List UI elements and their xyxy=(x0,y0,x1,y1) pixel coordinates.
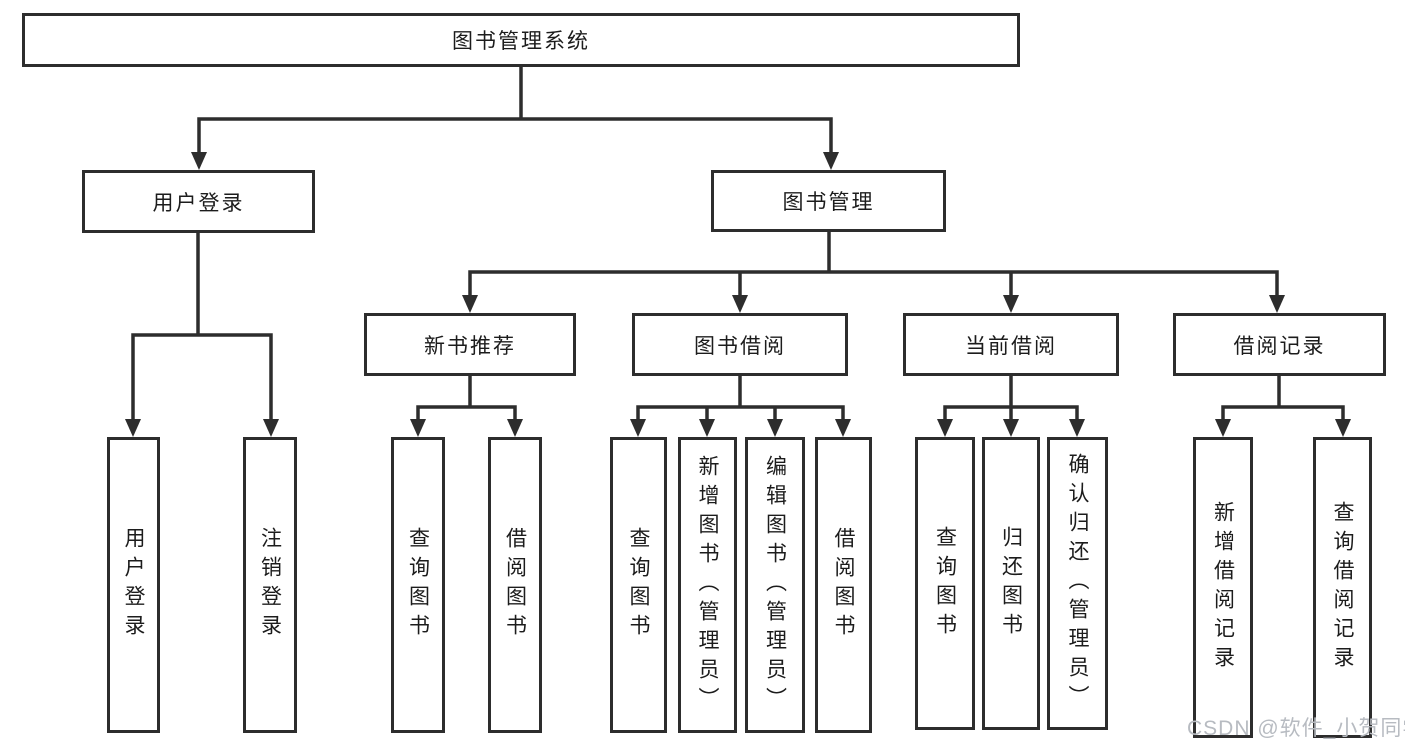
node-leaf-borrow-books-2: 借阅图书 xyxy=(815,437,872,733)
arrowhead-icon xyxy=(1003,419,1019,437)
arrowhead-icon xyxy=(1215,419,1231,437)
node-book-borrow: 图书借阅 xyxy=(632,313,848,376)
connector-borrow-records-to-leaves xyxy=(1221,374,1345,422)
arrowhead-icon xyxy=(1003,295,1019,313)
node-leaf-user-login: 用户登录 xyxy=(107,437,160,733)
arrowhead-icon xyxy=(732,295,748,313)
node-leaf-query-books-2: 查询图书 xyxy=(610,437,667,733)
arrowhead-icon xyxy=(263,419,279,437)
node-book-management: 图书管理 xyxy=(711,170,946,232)
arrowhead-icon xyxy=(1069,419,1085,437)
node-borrow-records: 借阅记录 xyxy=(1173,313,1386,376)
node-leaf-borrow-books-1: 借阅图书 xyxy=(488,437,542,733)
connector-current-borrow-to-leaves xyxy=(943,374,1079,422)
arrowhead-icon xyxy=(835,419,851,437)
node-leaf-logout: 注销登录 xyxy=(243,437,297,733)
connector-book-borrow-to-leaves xyxy=(636,374,845,422)
arrowhead-icon xyxy=(767,419,783,437)
node-leaf-query-borrow-record: 查询借阅记录 xyxy=(1313,437,1372,738)
connector-book-mgmt-to-level3 xyxy=(468,229,1279,299)
node-leaf-confirm-return-admin: 确认归还（管理员） xyxy=(1047,437,1108,730)
arrowhead-icon xyxy=(630,419,646,437)
arrowhead-icon xyxy=(462,295,478,313)
node-root-system: 图书管理系统 xyxy=(22,13,1020,67)
node-leaf-edit-books-admin: 编辑图书（管理员） xyxy=(745,437,805,733)
arrowhead-icon xyxy=(937,419,953,437)
node-new-book-recommend: 新书推荐 xyxy=(364,313,576,376)
node-user-login: 用户登录 xyxy=(82,170,315,233)
node-current-borrow: 当前借阅 xyxy=(903,313,1119,376)
connector-user-login-to-leaves xyxy=(131,231,273,422)
arrowhead-icon xyxy=(1335,419,1351,437)
node-leaf-add-books-admin: 新增图书（管理员） xyxy=(678,437,737,733)
connector-new-book-rec-to-leaves xyxy=(416,374,517,422)
arrowheads xyxy=(125,152,1351,437)
connector-root-to-level2 xyxy=(197,65,833,155)
arrowhead-icon xyxy=(699,419,715,437)
arrowhead-icon xyxy=(1269,295,1285,313)
node-leaf-query-books-1: 查询图书 xyxy=(391,437,445,733)
node-leaf-add-borrow-record: 新增借阅记录 xyxy=(1193,437,1253,738)
node-leaf-query-books-3: 查询图书 xyxy=(915,437,975,730)
node-leaf-return-books: 归还图书 xyxy=(982,437,1040,730)
arrowhead-icon xyxy=(191,152,207,170)
arrowhead-icon xyxy=(823,152,839,170)
arrowhead-icon xyxy=(507,419,523,437)
arrowhead-icon xyxy=(410,419,426,437)
watermark: CSDN @软件_小贺同学 xyxy=(1187,717,1405,740)
arrowhead-icon xyxy=(125,419,141,437)
